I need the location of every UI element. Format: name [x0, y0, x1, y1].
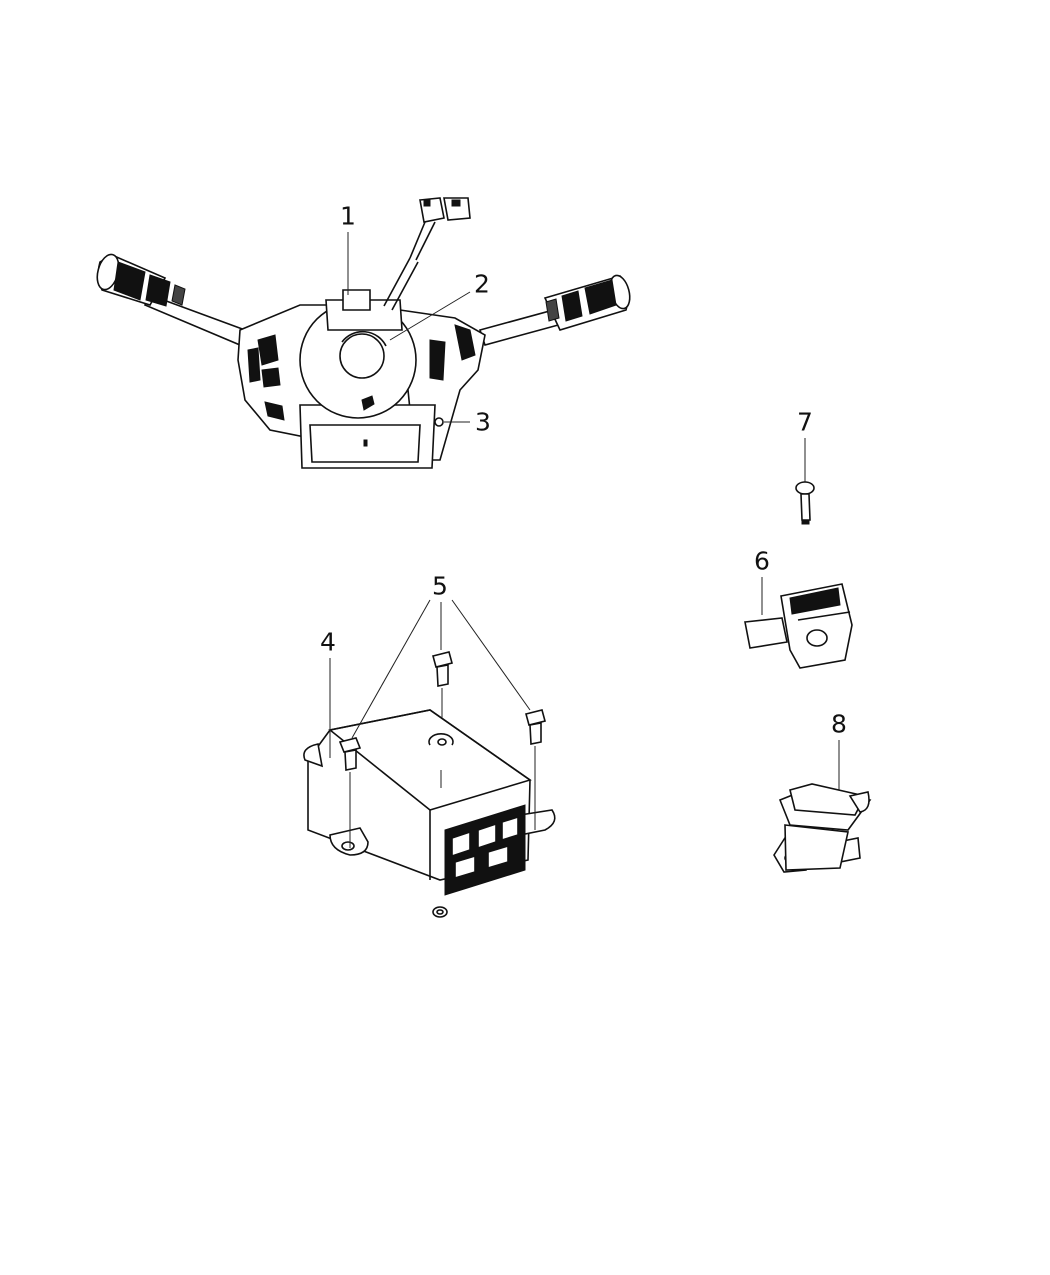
callout-5: 5 — [432, 571, 448, 601]
right-stalk — [478, 274, 631, 346]
callout-7: 7 — [797, 407, 813, 437]
leader-lines-module — [329, 599, 531, 758]
occupant-restraint-control-module — [303, 709, 556, 918]
sensor-screw — [795, 438, 815, 525]
bolt-center — [432, 651, 453, 718]
callout-6: 6 — [754, 546, 770, 576]
bolt-right — [525, 709, 546, 830]
callout-4: 4 — [320, 627, 336, 657]
callout-3: 3 — [475, 407, 491, 437]
module-mounting-bolts — [338, 651, 546, 848]
bolt-left — [338, 737, 362, 848]
impact-sensor — [744, 577, 853, 669]
left-stalk — [96, 253, 247, 347]
callout-8: 8 — [831, 709, 847, 739]
callout-2: 2 — [474, 269, 490, 299]
multifunction-switch-assembly — [96, 197, 631, 469]
leader-lines-top — [347, 232, 471, 423]
clockspring — [299, 197, 471, 419]
rollover-sensor — [773, 740, 872, 873]
callout-1: 1 — [340, 201, 356, 231]
